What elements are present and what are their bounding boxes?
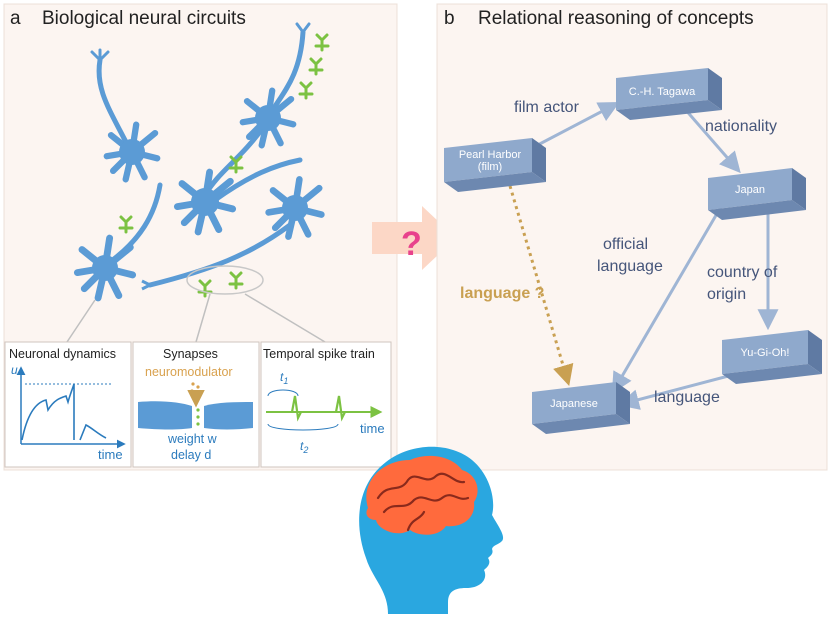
panel-b-letter: b <box>444 8 455 29</box>
inset-spikes-t1-sub: 1 <box>283 376 288 386</box>
inset-neuronal-dynamics: Neuronal dynamics u time <box>4 341 132 468</box>
edge-label-nationality: nationality <box>705 118 777 135</box>
inset-spikes-xaxis: time <box>360 421 385 436</box>
node-pearl-harbor: Pearl Harbor (film) <box>444 138 546 192</box>
inset-synapses-delay: delay d <box>171 448 211 462</box>
inset-spikes-t2-sub: 2 <box>302 445 308 455</box>
panel-b-title: Relational reasoning of concepts <box>478 8 754 29</box>
svg-text:t1: t1 <box>280 370 288 386</box>
synapse-highlight <box>186 265 264 295</box>
node-tagawa: C.-H. Tagawa <box>616 68 722 120</box>
inset-dynamics-yaxis: u <box>11 363 18 377</box>
edge-label-film-actor: film actor <box>514 99 580 116</box>
node-yugioh-label: Yu-Gi-Oh! <box>741 347 790 359</box>
inset-spikes-title: Temporal spike train <box>263 347 375 361</box>
knowledge-graph-edges <box>508 102 779 410</box>
inset-synapses: Synapses neuromodulator weight w delay d <box>132 341 260 468</box>
node-japanese-label: Japanese <box>550 398 598 410</box>
edge-label-country-2: origin <box>707 286 746 303</box>
node-yugioh: Yu-Gi-Oh! <box>722 330 822 384</box>
transition-arrow <box>372 206 456 270</box>
edge-label-language: language <box>654 389 720 406</box>
edge-label-official-2: language <box>597 258 663 275</box>
panel-a-title: Biological neural circuits <box>42 8 246 29</box>
inset-synapses-title: Synapses <box>163 347 218 361</box>
edge-label-query: language ? <box>460 285 544 302</box>
inset-spikes-t2: t <box>300 439 304 453</box>
svg-text:t2: t2 <box>300 439 308 455</box>
inset-dynamics-xaxis: time <box>98 447 123 462</box>
question-mark: ? <box>401 225 422 263</box>
node-pearl-harbor-line2: (film) <box>478 161 502 173</box>
inset-spike-train: Temporal spike train t1 time t2 <box>260 341 392 468</box>
head-with-brain-illustration <box>359 446 504 614</box>
edge-label-country-1: country of <box>707 264 778 281</box>
node-japanese: Japanese <box>532 382 630 434</box>
node-tagawa-label: C.-H. Tagawa <box>629 86 696 98</box>
node-japan-label: Japan <box>735 184 765 196</box>
inset-dynamics-title: Neuronal dynamics <box>9 347 116 361</box>
panel-a-letter: a <box>10 8 21 29</box>
neuron-network <box>77 22 330 298</box>
edge-label-official-1: official <box>603 236 648 253</box>
node-pearl-harbor-line1: Pearl Harbor <box>459 149 522 161</box>
node-japan: Japan <box>708 168 806 220</box>
inset-synapses-weight: weight w <box>167 432 218 446</box>
inset-spikes-t1: t <box>280 370 284 384</box>
inset-synapses-modulator: neuromodulator <box>145 365 233 379</box>
